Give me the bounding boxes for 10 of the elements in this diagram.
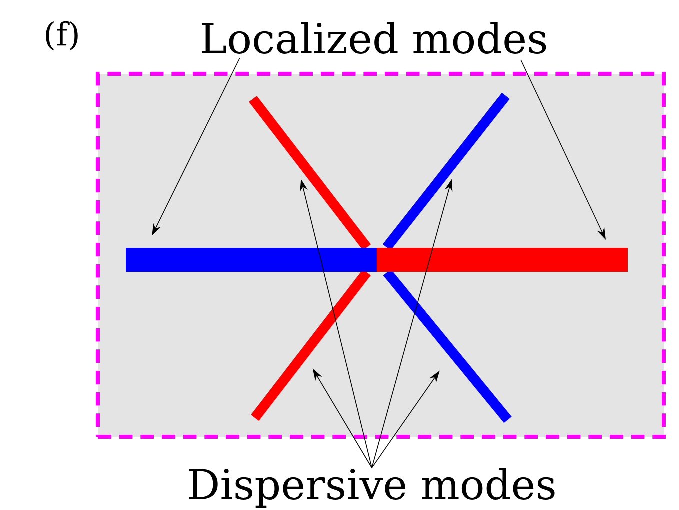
line-segment bbox=[249, 96, 372, 251]
bar bbox=[377, 248, 628, 272]
line-segment bbox=[382, 92, 510, 251]
dashed-frame bbox=[96, 72, 666, 439]
bar bbox=[126, 248, 377, 272]
callout-text: Localized modes bbox=[202, 22, 546, 54]
line-segment bbox=[383, 269, 512, 424]
callout-text: Dispersive modes bbox=[189, 468, 555, 508]
panel-label: (f) bbox=[46, 21, 78, 51]
line-segment bbox=[251, 269, 371, 422]
